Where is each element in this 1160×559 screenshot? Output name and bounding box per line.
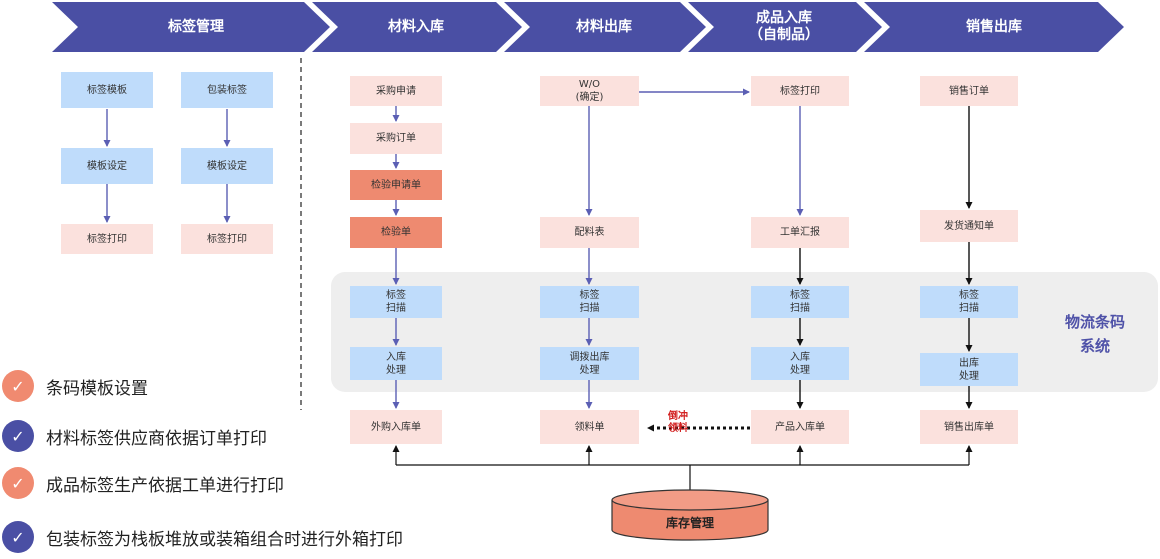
scan-line-2: 扫描 xyxy=(959,303,979,314)
material-in-scan-box: 标签 扫描 xyxy=(350,286,442,318)
legend-text: 成品标签生产依据工单进行打印 xyxy=(46,475,284,496)
sales-order-box: 销售订单 xyxy=(920,76,1018,106)
product-in-scan-box: 标签 扫描 xyxy=(751,286,849,318)
check-icon: ✓ xyxy=(2,370,34,402)
label-print-box-2: 标签打印 xyxy=(181,224,273,254)
scan-line-2: 扫描 xyxy=(386,303,406,314)
package-label-box: 包装标签 xyxy=(181,72,273,108)
product-receipt-box: 产品入库单 xyxy=(751,410,849,444)
material-out-process-box: 调拨出库 处理 xyxy=(540,347,639,380)
inventory-database xyxy=(611,489,769,541)
purchase-order-box: 采购订单 xyxy=(350,123,442,154)
check-icon: ✓ xyxy=(2,420,34,452)
scan-line-1: 标签 xyxy=(790,290,810,301)
sales-out-scan-box: 标签 扫描 xyxy=(920,286,1018,318)
scan-line-1: 标签 xyxy=(386,290,406,301)
stage-product-in-sub: （自制品） xyxy=(749,27,819,43)
scan-line-2: 扫描 xyxy=(579,303,600,314)
sales-out-process-box: 出库 处理 xyxy=(920,353,1018,386)
wo-line-2: (确定) xyxy=(575,92,604,103)
bom-list-box: 配料表 xyxy=(540,217,639,248)
scan-line-1: 标签 xyxy=(959,290,979,301)
purchase-request-box: 采购申请 xyxy=(350,76,442,106)
legend-item-1: ✓ 条码模板设置 xyxy=(2,370,148,402)
chevron-material-in xyxy=(312,2,522,52)
legend-item-4: ✓ 包装标签为栈板堆放或装箱组合时进行外箱打印 xyxy=(2,521,403,553)
material-in-process-box: 入库 处理 xyxy=(350,347,442,380)
chevron-label-mgmt xyxy=(52,2,330,52)
stage-label-mgmt: 标签管理 xyxy=(168,18,224,35)
check-icon: ✓ xyxy=(2,521,34,553)
legend-text: 条码模板设置 xyxy=(46,378,148,399)
chevron-material-out xyxy=(504,2,706,52)
label-print-box-1: 标签打印 xyxy=(61,224,153,254)
logistics-system-panel xyxy=(331,272,1158,392)
legend-text: 包装标签为栈板堆放或装箱组合时进行外箱打印 xyxy=(46,529,403,550)
delivery-notice-box: 发货通知单 xyxy=(920,210,1018,242)
material-requisition-box: 领料单 xyxy=(540,410,639,444)
process-line-2: 处理 xyxy=(959,370,979,382)
inspection-sheet-box: 检验单 xyxy=(350,217,442,248)
backflush-line-2: 领料 xyxy=(668,423,688,434)
work-order-box: W/O (确定) xyxy=(540,76,639,106)
system-label-line-1: 物流条码 xyxy=(1064,313,1125,331)
process-line-1: 入库 xyxy=(790,351,810,363)
logistics-system-label: 物流条码 系统 xyxy=(1050,310,1140,358)
scan-line-1: 标签 xyxy=(579,290,600,301)
stage-product-in-title: 成品入库 xyxy=(756,10,812,26)
template-setting-box-1: 模板设定 xyxy=(61,148,153,184)
purchase-receipt-box: 外购入库单 xyxy=(350,410,442,444)
header-chevrons xyxy=(52,2,1124,52)
check-icon: ✓ xyxy=(2,467,34,499)
legend-item-3: ✓ 成品标签生产依据工单进行打印 xyxy=(2,467,284,499)
product-in-process-box: 入库 处理 xyxy=(751,347,849,380)
inspection-request-box: 检验申请单 xyxy=(350,170,442,200)
product-label-print-box: 标签打印 xyxy=(751,76,849,106)
label-template-box: 标签模板 xyxy=(61,72,153,108)
legend-item-2: ✓ 材料标签供应商依据订单打印 xyxy=(2,420,267,452)
scan-line-2: 扫描 xyxy=(790,303,810,314)
process-line-1: 调拨出库 xyxy=(569,351,610,363)
system-label-line-2: 系统 xyxy=(1079,337,1110,355)
work-report-box: 工单汇报 xyxy=(751,217,849,248)
wo-line-1: W/O xyxy=(578,79,601,90)
stage-product-in: 成品入库 （自制品） xyxy=(712,2,856,52)
backflush-line-1: 倒冲 xyxy=(668,411,688,422)
process-line-2: 处理 xyxy=(790,364,810,376)
process-line-2: 处理 xyxy=(579,364,600,376)
stage-material-in: 材料入库 xyxy=(388,18,444,35)
sales-delivery-box: 销售出库单 xyxy=(920,410,1018,444)
chevron-product-in xyxy=(688,2,882,52)
chevron-sales-out xyxy=(864,2,1124,52)
material-out-scan-box: 标签 扫描 xyxy=(540,286,639,318)
legend-text: 材料标签供应商依据订单打印 xyxy=(46,428,267,449)
inventory-bus xyxy=(392,445,973,490)
inventory-label: 库存管理 xyxy=(665,516,714,530)
process-line-1: 入库 xyxy=(386,351,406,363)
stage-sales-out: 销售出库 xyxy=(966,18,1022,35)
template-setting-box-2: 模板设定 xyxy=(181,148,273,184)
process-line-1: 出库 xyxy=(959,357,979,369)
stage-material-out: 材料出库 xyxy=(576,18,632,35)
backflush-note: 倒冲 领料 xyxy=(668,411,688,435)
process-line-2: 处理 xyxy=(386,364,406,376)
